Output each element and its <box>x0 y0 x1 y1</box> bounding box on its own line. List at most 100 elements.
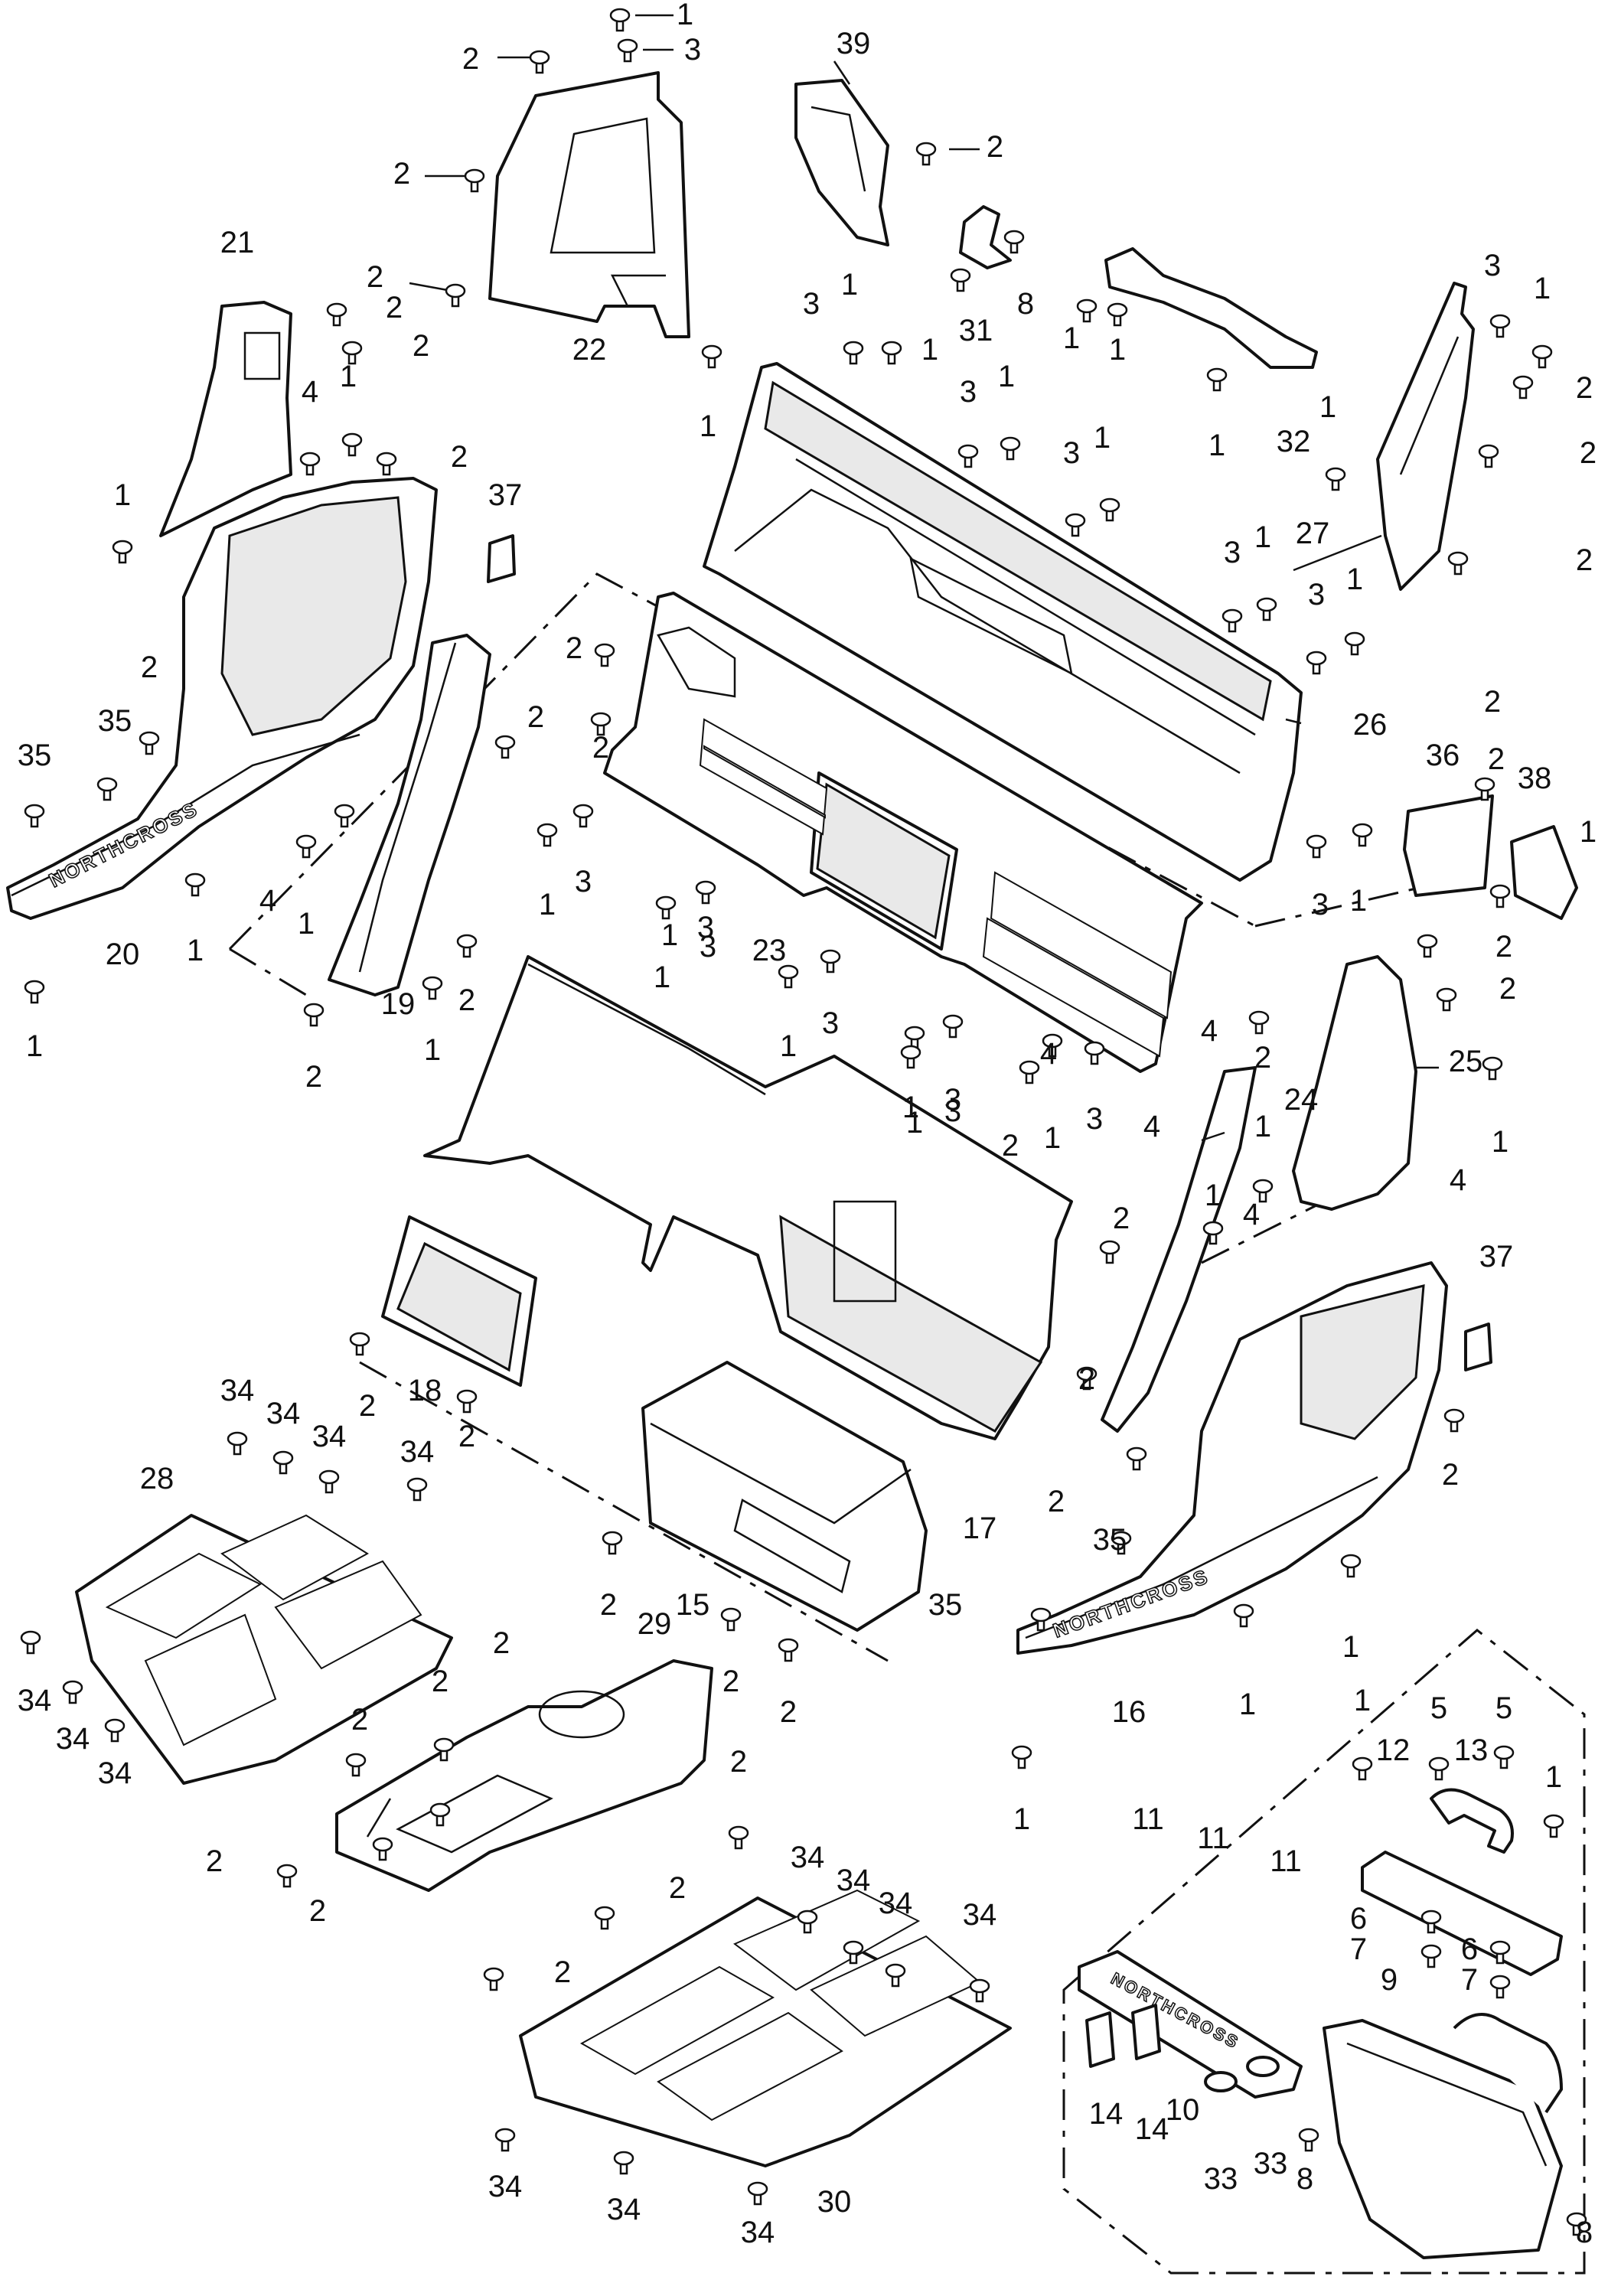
callout-3: 3 <box>700 930 716 964</box>
callout-1: 1 <box>1208 429 1225 462</box>
callout-1: 1 <box>1545 1760 1562 1794</box>
callout-29: 29 <box>638 1607 672 1641</box>
fastener-107 <box>1428 1756 1450 1781</box>
callout-36: 36 <box>1426 739 1460 772</box>
callout-2: 2 <box>493 1626 510 1660</box>
callout-3: 3 <box>1063 436 1080 470</box>
fastener-2 <box>617 38 638 63</box>
fastener-49 <box>778 964 799 989</box>
callout-3: 3 <box>944 1094 961 1128</box>
callout-1: 1 <box>1534 272 1551 305</box>
callout-3: 3 <box>803 287 820 321</box>
callout-2: 2 <box>1488 742 1505 776</box>
callout-21: 21 <box>220 226 255 259</box>
callout-1: 1 <box>424 1033 441 1067</box>
callout-8: 8 <box>1297 2162 1313 2196</box>
callout-11: 11 <box>1270 1844 1302 1878</box>
callout-34: 34 <box>400 1435 435 1469</box>
fastener-3 <box>529 50 550 74</box>
fastener-9 <box>950 268 971 292</box>
fastener-89 <box>62 1680 83 1704</box>
callout-9: 9 <box>1381 1963 1398 1997</box>
fastener-72 <box>1233 1603 1254 1628</box>
callout-1: 1 <box>1205 1179 1221 1212</box>
callout-2: 2 <box>987 130 1003 164</box>
callout-24: 24 <box>1284 1083 1319 1117</box>
fastener-5 <box>445 283 466 308</box>
fastener-104 <box>613 2151 634 2175</box>
fastener-81 <box>720 1607 742 1632</box>
callout-1: 1 <box>1350 884 1367 918</box>
fastener-69 <box>1126 1446 1147 1471</box>
callout-2: 2 <box>367 260 383 294</box>
fastener-90 <box>104 1718 126 1743</box>
callout-3: 3 <box>944 1083 961 1117</box>
fastener-25 <box>1512 375 1534 400</box>
fastener-59 <box>1436 987 1457 1012</box>
fastener-29 <box>326 302 347 327</box>
callout-4: 4 <box>1143 1110 1160 1143</box>
fastener-16 <box>1000 436 1021 461</box>
fastener-56 <box>1019 1060 1040 1084</box>
callout-1: 1 <box>1354 1684 1371 1717</box>
part-9-storage-bin <box>1323 2013 1563 2259</box>
callout-22: 22 <box>572 333 607 367</box>
storage-kit-small-parts <box>1085 2004 1280 2092</box>
fastener-62 <box>1306 834 1327 859</box>
fastener-113 <box>1489 1975 1511 1999</box>
callout-3: 3 <box>697 911 714 944</box>
callout-2: 2 <box>1580 436 1597 470</box>
fastener-84 <box>227 1431 248 1456</box>
callout-4: 4 <box>1040 1037 1057 1071</box>
fastener-105 <box>747 2181 768 2206</box>
callout-2: 2 <box>600 1588 617 1622</box>
fastener-19 <box>1221 608 1243 633</box>
callout-34: 34 <box>312 1420 347 1453</box>
fastener-34 <box>112 540 133 564</box>
part-12-lid-hinge-bracket <box>1361 1851 1563 1976</box>
fastener-111 <box>1420 1944 1442 1968</box>
part-36-clip <box>1403 794 1494 897</box>
fastener-31 <box>341 432 363 457</box>
fastener-88 <box>20 1630 41 1655</box>
callout-5: 5 <box>1495 1691 1512 1725</box>
fastener-18 <box>1099 497 1120 522</box>
fastener-37 <box>24 804 45 828</box>
fastener-1 <box>609 8 631 32</box>
callout-2: 2 <box>1576 543 1593 577</box>
fastener-32 <box>376 452 397 476</box>
fastener-51 <box>904 1026 925 1050</box>
fastener-95 <box>276 1864 298 1888</box>
callout-2: 2 <box>1002 1129 1019 1163</box>
fastener-30 <box>341 341 363 365</box>
fastener-68 <box>1443 1408 1465 1433</box>
part-15-battery-cover <box>641 1361 928 1632</box>
callout-33: 33 <box>1254 2147 1288 2180</box>
callout-1: 1 <box>1109 333 1126 367</box>
callout-1: 1 <box>1044 1121 1061 1155</box>
callout-32: 32 <box>1277 425 1311 458</box>
callout-34: 34 <box>741 2216 775 2249</box>
fastener-70 <box>1111 1531 1132 1555</box>
callout-2: 2 <box>359 1389 376 1423</box>
callout-2: 2 <box>206 1844 223 1878</box>
callout-2: 2 <box>432 1665 448 1698</box>
fastener-91 <box>345 1753 367 1777</box>
fastener-26 <box>1478 444 1499 468</box>
fastener-41 <box>334 804 355 828</box>
callout-10: 10 <box>1166 2093 1200 2127</box>
callout-35: 35 <box>18 739 52 772</box>
callout-3: 3 <box>960 375 977 409</box>
fastener-109 <box>1543 1814 1564 1838</box>
fastener-13 <box>843 341 864 365</box>
callout-2: 2 <box>592 731 609 765</box>
part-21-left-upper-trim <box>159 301 292 537</box>
fastener-6 <box>701 344 722 369</box>
fastener-24 <box>1531 344 1553 369</box>
part-27-side-panel <box>1376 282 1475 591</box>
callout-2: 2 <box>1499 972 1516 1006</box>
callout-39: 39 <box>837 27 871 60</box>
callout-2: 2 <box>527 700 544 734</box>
fastener-15 <box>957 444 979 468</box>
callout-2: 2 <box>554 1955 571 1989</box>
